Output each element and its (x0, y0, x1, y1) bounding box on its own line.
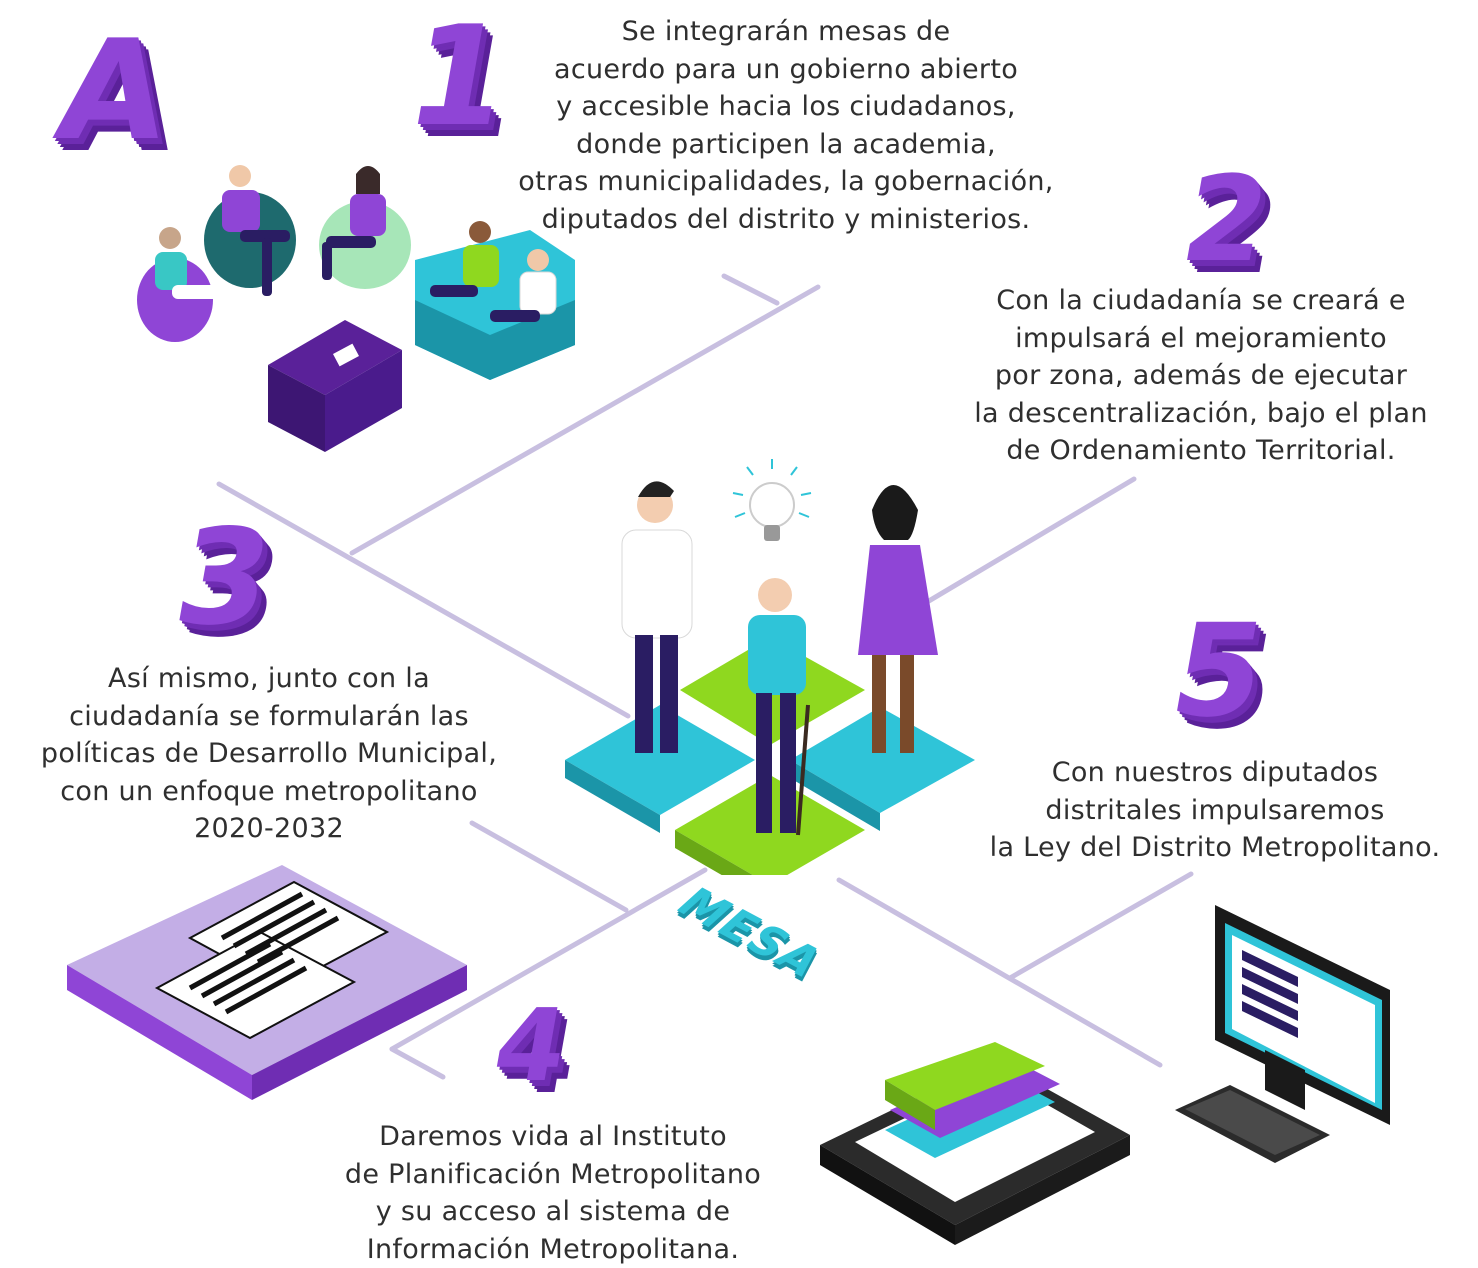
item-4-line: Daremos vida al Instituto (298, 1118, 808, 1156)
item-2-line: impulsará el mejoramiento (936, 320, 1466, 358)
item-3-line: ciudadanía se formularán las (4, 698, 534, 736)
item-2-line: de Ordenamiento Territorial. (936, 432, 1466, 470)
item-1-line: y accesible hacia los ciudadanos, (470, 88, 1102, 126)
item-2-line: Con la ciudadanía se creará e (936, 282, 1466, 320)
item-4-text: Daremos vida al Instituto de Planificaci… (298, 1118, 808, 1268)
tablet-books-illustration (815, 1040, 1135, 1260)
item-4-line: de Planificación Metropolitano (298, 1156, 808, 1194)
desktop-computer-illustration (1170, 895, 1400, 1165)
item-1-line: acuerdo para un gobierno abierto (470, 51, 1102, 89)
item-3-line: con un enfoque metropolitano (4, 773, 534, 811)
item-1-line: donde participen la academia, (470, 126, 1102, 164)
item-2-text: Con la ciudadanía se creará e impulsará … (936, 282, 1466, 470)
item-4-line: Información Metropolitana. (298, 1231, 808, 1268)
item-5-text: Con nuestros diputados distritales impul… (950, 754, 1478, 867)
item-3-line: políticas de Desarrollo Municipal, (4, 735, 534, 773)
people-meeting-illustration (130, 160, 590, 460)
item-3-line: Así mismo, junto con la (4, 660, 534, 698)
documents-illustration (62, 860, 472, 1100)
item-3-text: Así mismo, junto con la ciudadanía se fo… (4, 660, 534, 848)
item-5-line: la Ley del Distrito Metropolitano. (950, 829, 1478, 867)
item-2-line: la descentralización, bajo el plan (936, 395, 1466, 433)
item-2-line: por zona, además de ejecutar (936, 357, 1466, 395)
item-5-line: Con nuestros diputados (950, 754, 1478, 792)
connector-line (839, 880, 1160, 1065)
connector-line (1010, 874, 1191, 978)
item-3-line: 2020-2032 (4, 810, 534, 848)
item-1-line: Se integrarán mesas de (470, 13, 1102, 51)
item-4-line: y su acceso al sistema de (298, 1193, 808, 1231)
lightbulb-icon (725, 455, 820, 550)
item-5-line: distritales impulsaremos (950, 792, 1478, 830)
connector-line (724, 276, 777, 303)
